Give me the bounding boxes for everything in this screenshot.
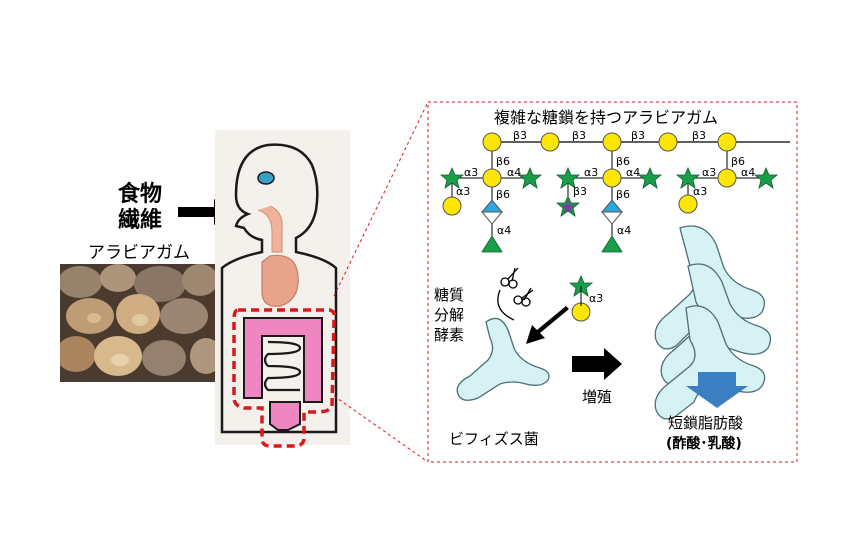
- stomach: [261, 254, 299, 307]
- bifidobacterium-small: [456, 317, 550, 401]
- bond-label: β3: [573, 185, 588, 198]
- bond-label: α4: [617, 224, 632, 237]
- bond-label: β6: [731, 155, 746, 168]
- bond-label: β6: [496, 188, 511, 201]
- bond-label: β3: [692, 129, 707, 142]
- dietary-fiber-label-1: 食物: [118, 182, 163, 207]
- scissors-icon: [497, 267, 534, 321]
- zoom-line-bottom: [333, 395, 429, 463]
- scfa-label-2: (酢酸･乳酸): [666, 436, 742, 452]
- galactose-backbone: [442, 132, 737, 322]
- scfa-arrow: [686, 372, 748, 408]
- bond-label: α3: [456, 185, 471, 198]
- enzyme-arrow: [526, 306, 569, 344]
- head-outline: [220, 143, 338, 434]
- rhamnose-triangles: [481, 235, 623, 253]
- growth-label: 増殖: [582, 388, 613, 406]
- bond-label: α3: [693, 185, 708, 198]
- bond-label: α3: [589, 292, 604, 305]
- enzyme-label-3: 酵素: [434, 326, 465, 344]
- eye: [257, 171, 275, 185]
- bond-label: β6: [616, 155, 631, 168]
- throat: [257, 205, 283, 253]
- bond-label: α3: [464, 166, 479, 179]
- rectum: [269, 401, 301, 431]
- bifidobacterium-label: ビフィズス菌: [449, 430, 539, 448]
- glucuronic-acid: [480, 199, 624, 225]
- enzyme-label-2: 分解: [434, 306, 465, 324]
- panel-title: 複雑な糖鎖を持つアラビアガム: [494, 108, 719, 127]
- bond-label: α4: [626, 166, 641, 179]
- bond-label: β3: [572, 129, 587, 142]
- bond-label: β6: [616, 188, 631, 201]
- gum-arabic-label: アラビアガム: [88, 243, 190, 263]
- bond-label: β3: [513, 129, 528, 142]
- bond-label: α3: [702, 166, 717, 179]
- bond-label: β6: [496, 155, 511, 168]
- bond-label: α4: [741, 166, 756, 179]
- intestine-dashed-outline: [232, 308, 337, 448]
- large-intestine: [243, 317, 323, 403]
- enzyme-label-1: 糖質: [434, 286, 465, 304]
- bond-label: β3: [631, 129, 646, 142]
- dietary-fiber-label-2: 繊維: [118, 208, 163, 233]
- gum-arabic-photo: [60, 264, 216, 382]
- bond-label: α3: [584, 166, 599, 179]
- bond-label: α4: [497, 224, 512, 237]
- bond-label: α4: [507, 166, 522, 179]
- small-intestine: [263, 340, 302, 392]
- scfa-label-1: 短鎖脂肪酸: [668, 414, 744, 432]
- growth-arrow: [572, 348, 622, 380]
